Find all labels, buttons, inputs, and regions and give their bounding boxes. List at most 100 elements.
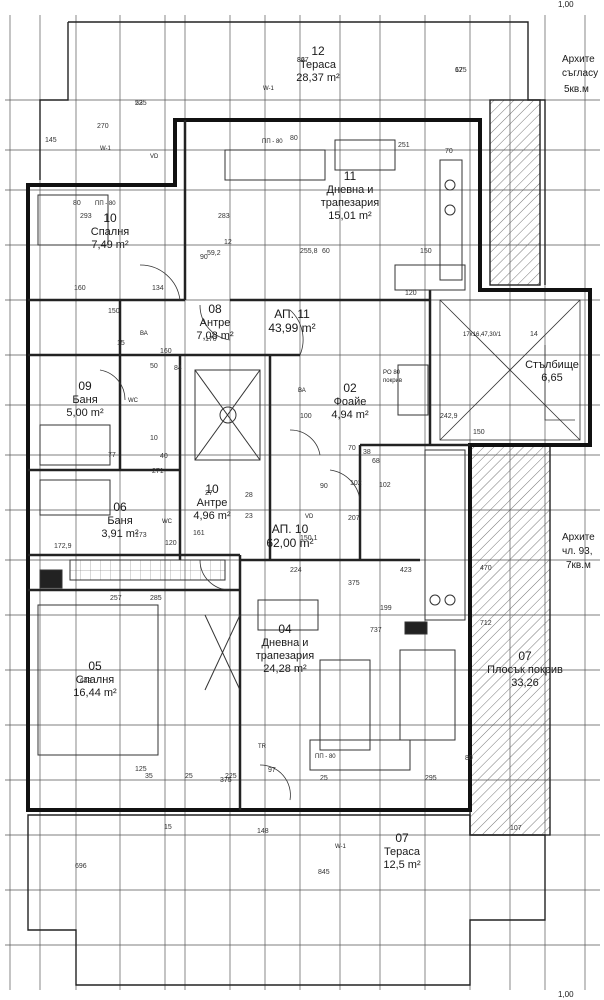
dimension-label: 25 — [320, 775, 328, 782]
dimension-label: 100 — [300, 413, 312, 420]
room-ar-bedroom-top: 7,49 m² — [91, 239, 129, 251]
dimension-label: 25 — [185, 773, 193, 780]
label-wc-2: WC — [162, 519, 173, 525]
room-num-living-bottom: 04 — [278, 622, 292, 636]
room-nm-terrace-bottom: Тераса — [384, 846, 421, 858]
dimension-label: 23 — [245, 513, 253, 520]
stair-spec: 17х16,47,30/1 — [463, 332, 502, 338]
dimension-label: 375 — [220, 777, 232, 784]
dimension-label: 737 — [370, 627, 382, 634]
dimension-label: 80 — [465, 755, 473, 762]
room-nm-foyer: Фоайе — [334, 396, 367, 408]
room-num-bedroom-top: 10 — [103, 211, 117, 225]
dimension-label: 77 — [108, 452, 116, 459]
dimension-label: 68 — [372, 458, 380, 465]
dimension-label: 38 — [363, 449, 371, 456]
room-num-bath-top: 09 — [78, 379, 92, 393]
room-ar-terrace-bottom: 12,5 m² — [383, 859, 421, 871]
side-notes: 1,00 1,00 Архите съгласу 5кв.м Архите чл… — [558, 0, 598, 999]
dimension-label: 97 — [268, 767, 276, 774]
dimension-label: 175 — [455, 67, 467, 74]
dimension-label: 70 — [348, 445, 356, 452]
dimension-label: 80 — [290, 135, 298, 142]
room-ar-terrace-top: 28,37 m² — [296, 72, 340, 84]
dimension-label: 120 — [165, 540, 177, 547]
dimension-label: 107 — [510, 825, 522, 832]
label-vd-2: VD — [305, 514, 314, 520]
room-ar-bath-top: 5,00 m² — [66, 407, 104, 419]
room-ar-living-top: 15,01 m² — [328, 210, 372, 222]
room-nm-bedroom-bottom: Спалня — [76, 674, 115, 686]
dimension-label: 150 — [420, 248, 432, 255]
dimension-label: 59,2 — [207, 250, 221, 257]
dimension-label: 14 — [530, 331, 538, 338]
room-nm-terrace-top: Тераса — [300, 59, 337, 71]
dimension-label: 70 — [445, 148, 453, 155]
stairs-symbol — [439, 299, 581, 441]
apartment-label-ap11: АП. 11 — [274, 307, 310, 321]
dimension-label: 867 — [297, 57, 309, 64]
dimension-label: 845 — [318, 869, 330, 876]
furniture — [37, 139, 466, 771]
dimension-label: 10 — [150, 435, 158, 442]
dimension-label: 283 — [218, 213, 230, 220]
dimension-label: 225 — [225, 773, 237, 780]
room-nm-hall-top: Антре — [200, 317, 231, 329]
room-nm-bedroom-top: Спалня — [91, 226, 130, 238]
room-ar-bedroom-bottom: 16,44 m² — [73, 687, 117, 699]
label-window-3: W-1 — [335, 844, 347, 850]
dimension-label: 90 — [200, 254, 208, 261]
dimension-label: 84 — [174, 365, 182, 372]
room-num-hall-bottom: 10 — [205, 482, 219, 496]
dimension-label: 170 — [205, 336, 217, 343]
label-pp-1: ПП - 80 — [95, 201, 116, 207]
room-ar-stairs: 6,65 — [541, 372, 562, 384]
room-ar-living-bottom: 24,28 m² — [263, 663, 307, 675]
dimension-label: 224 — [290, 567, 302, 574]
dimension-label: 423 — [400, 567, 412, 574]
room-ar-hall-bottom: 4,96 m² — [193, 510, 231, 522]
note-top-3: 5кв.м — [564, 84, 589, 95]
dimension-label: 293 — [80, 213, 92, 220]
dimension-label: 12 — [224, 239, 232, 246]
label-window-1: W-1 — [263, 86, 275, 92]
room-num-foyer: 02 — [343, 381, 357, 395]
dimension-label: 150,1 — [300, 535, 318, 542]
dimension-label: 257 — [110, 595, 122, 602]
room-nm-living-top: трапезария — [321, 197, 380, 209]
dimension-label: 696 — [75, 863, 87, 870]
room-nm-bath-bottom: Баня — [107, 515, 132, 527]
dimension-label: 235 — [135, 100, 147, 107]
dimension-label: 150 — [108, 308, 120, 315]
dimension-label: 125 — [135, 766, 147, 773]
dimension-label: 160 — [160, 348, 172, 355]
dimension-label: 15 — [164, 824, 172, 831]
dimension-label: 150 — [473, 429, 485, 436]
room-ar-bath-bottom: 3,91 m² — [101, 528, 139, 540]
dimension-label: 35 — [145, 773, 153, 780]
room-nm-living-bottom: Дневна и — [262, 637, 309, 649]
dimension-label: 52 — [135, 100, 143, 107]
scale-label: 1,00 — [558, 0, 574, 9]
room-nm-hall-bottom: Антре — [197, 497, 228, 509]
room-nm-living-bottom: трапезария — [256, 650, 315, 662]
dimension-label: 134 — [152, 285, 164, 292]
dimension-label: 27 — [205, 490, 213, 497]
dimension-label: 643 — [80, 678, 92, 685]
dimension-label: 375 — [348, 580, 360, 587]
note-mid-3: 7кв.м — [566, 560, 591, 571]
dimension-label: 255,8 — [300, 248, 318, 255]
dimension-label: 173 — [135, 532, 147, 539]
room-num-hall-top: 08 — [208, 302, 222, 316]
room-ar-hall-top: 7,08 m² — [196, 330, 234, 342]
interior-walls — [28, 120, 470, 810]
